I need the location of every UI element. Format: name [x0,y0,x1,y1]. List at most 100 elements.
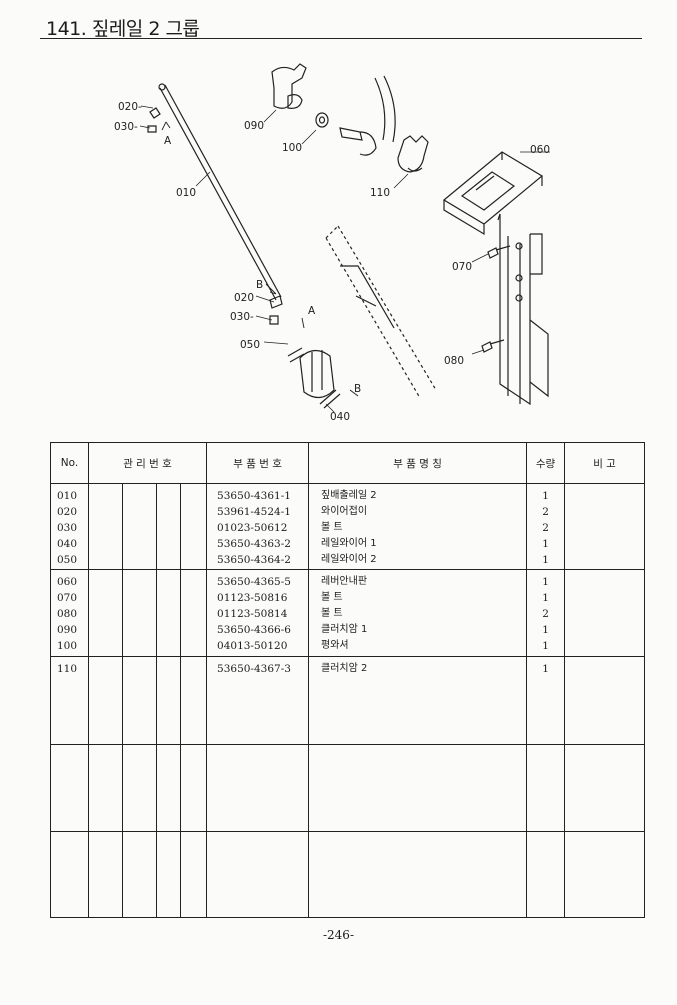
cell-qty: 2 [542,506,549,518]
cell-qty-col [526,831,566,919]
cell-part-name: 레버안내판 [321,576,368,588]
cell-mgmt-col [179,744,208,832]
cell-part-name: 레일와이어 1 [321,538,377,549]
col-header-remark: 비 고 [564,442,646,484]
wire-catch-top [147,107,161,133]
cell-part-no-col: 53650-4367-3 [206,656,310,746]
cell-qty: 1 [542,592,549,605]
cell-no: 090 [57,624,78,637]
cell-no: 100 [57,640,78,653]
cell-no: 060 [57,576,78,589]
cell-no: 010 [57,490,78,502]
callout-030a: 030- [114,121,138,133]
callout-020a: 020- [118,101,142,113]
col-header-mgmt: 관 리 번 호 [87,442,208,484]
cell-no-col: 060 070 080 090 100 [50,569,89,657]
cell-part-no: 01023-50612 [217,522,288,534]
cell-mgmt-col [156,831,181,919]
cell-no: 030 [57,522,78,534]
cell-part-name: 클러치암 2 [321,662,368,674]
cell-mgmt-col [122,831,157,919]
cell-no: 020 [57,506,78,518]
cell-remark-col [564,483,646,571]
cell-qty: 1 [542,538,549,550]
callout-B2: B [354,383,361,395]
cell-no: 110 [57,662,78,675]
cell-mgmt-col [179,831,208,919]
cell-mgmt-col [156,483,181,571]
cell-no-col [50,744,89,832]
cell-mgmt-col [179,483,208,571]
cell-qty: 2 [542,522,549,534]
table-row-group [50,831,646,919]
clutch-arm-110 [397,135,429,173]
cell-mgmt-col [122,656,157,746]
washer-100 [315,112,329,128]
cell-mgmt-col [88,744,123,832]
cell-mgmt-col [122,569,157,657]
callout-080: 080 [444,355,464,367]
table-header-row: No. 관 리 번 호 부 품 번 호 부 품 명 칭 수량 비 고 [50,442,646,484]
callout-030b: 030- [230,311,254,323]
cell-part-no: 01123-50814 [217,608,288,621]
wire-040 [319,389,341,409]
callout-010: 010 [176,187,196,199]
cell-qty-col: 1 1 2 1 1 [526,569,566,657]
cell-part-no: 53650-4361-1 [217,490,291,502]
cell-qty: 1 [542,554,549,566]
bolt-080 [481,339,505,353]
cell-mgmt-col [156,744,181,832]
rod-010 [159,84,282,301]
cell-mgmt-col [179,569,208,657]
cell-part-no: 53650-4366-6 [217,624,291,637]
col-header-part-no: 부 품 번 호 [206,442,310,484]
callout-100: 100 [282,142,302,154]
cell-part-no: 04013-50120 [217,640,288,653]
cell-no-col: 110 [50,656,89,746]
cell-part-name: 와이어접이 [321,506,368,517]
cell-part-name: 짚배출레일 2 [321,490,377,501]
col-header-part-name: 부 품 명 칭 [308,442,528,484]
cell-mgmt-col [88,831,123,919]
curved-bar [374,75,396,143]
cell-part-no: 53961-4524-1 [217,506,291,518]
cell-qty: 1 [542,624,549,637]
cell-part-name-col: 클러치암 2 [308,656,528,746]
cell-part-name: 클러치암 1 [321,624,368,636]
cell-no: 070 [57,592,78,605]
cell-no: 080 [57,608,78,621]
callout-A2: A [308,305,316,317]
cell-remark-col [564,831,646,919]
callout-050: 050 [240,339,260,351]
cell-part-no: 53650-4363-2 [217,538,291,550]
cell-no-col [50,831,89,919]
cell-no: 040 [57,538,78,550]
page-title: 141. 짚레일 2 그룹 [46,18,200,40]
cell-part-name-col [308,831,528,919]
callout-090: 090 [244,120,264,132]
cell-part-no: 53650-4367-3 [217,662,291,675]
lever-guide-plate-060 [442,151,544,236]
table-row-group [50,744,646,832]
cell-mgmt-col [156,569,181,657]
col-header-qty: 수량 [526,442,566,484]
page-number: -246- [322,928,354,942]
cell-qty: 1 [542,640,549,653]
cell-mgmt-col [179,656,208,746]
cell-part-name: 볼 트 [321,592,343,604]
cell-part-name: 레일와이어 2 [321,554,377,565]
cell-part-no-col [206,744,310,832]
cell-qty: 1 [542,576,549,589]
col-header-no: No. [50,442,89,484]
cell-part-no-col: 53650-4361-1 53961-4524-1 01023-50612 53650… [206,483,310,571]
clutch-arm-090 [271,63,307,109]
cell-part-no: 01123-50816 [217,592,288,605]
callout-040: 040 [330,411,350,423]
callout-B1: B [256,279,263,291]
cell-qty: 2 [542,608,549,621]
